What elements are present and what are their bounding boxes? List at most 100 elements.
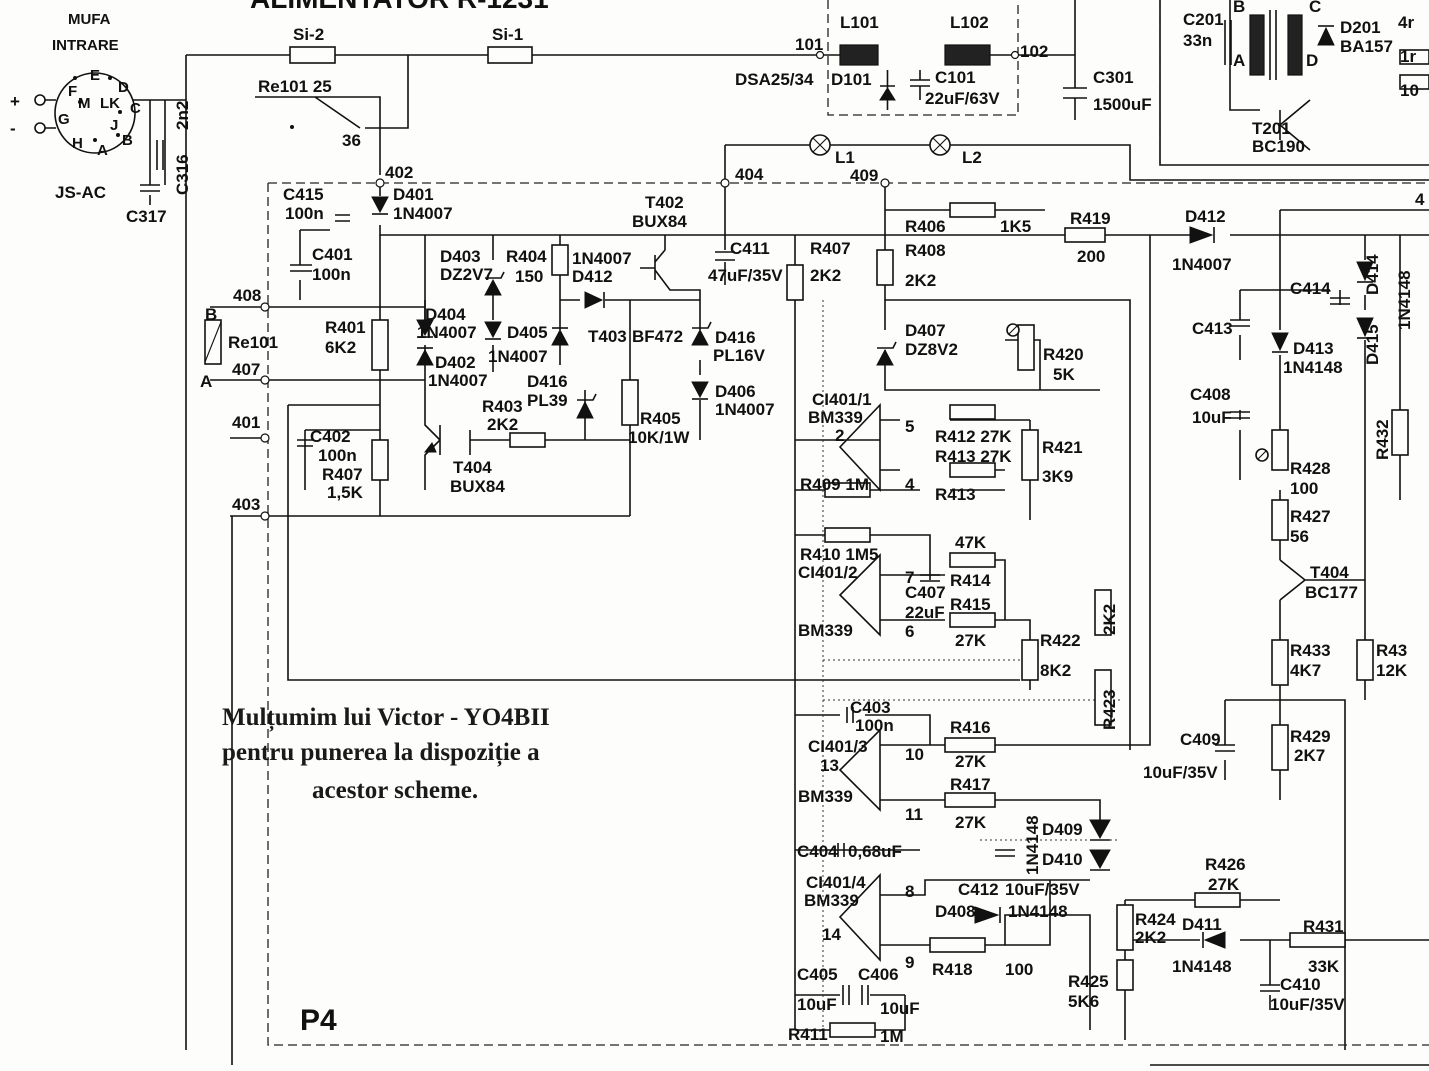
diode-d416-pl39 xyxy=(576,400,594,419)
pin-f: F xyxy=(68,83,77,100)
label-pin-10: 10 xyxy=(905,745,924,764)
label-c405-value: 10uF xyxy=(797,995,837,1014)
diode-d405 xyxy=(551,328,569,346)
label-d409: D409 xyxy=(1042,820,1083,839)
thanks-line-3: acestor scheme. xyxy=(312,777,478,804)
label-pin-11: 11 xyxy=(905,805,923,824)
resistor-r417 xyxy=(944,792,996,808)
connector-minus-label: - xyxy=(10,119,16,138)
label-pin-7: 7 xyxy=(905,568,914,587)
label-d412-value-left: 1N4007 xyxy=(572,249,632,268)
inductor-l102 xyxy=(944,44,991,66)
labels: ALIMENTATOR R-1231 MUFA INTRARE JS-AC + … xyxy=(10,0,1425,1046)
label-r420-value: 5K xyxy=(1053,365,1075,384)
label-r429: R429 xyxy=(1290,727,1331,746)
diode-d409 xyxy=(1089,819,1111,840)
resistor-r405 xyxy=(621,379,639,426)
panel-label: P4 xyxy=(300,1004,337,1037)
label-r428: R428 xyxy=(1290,459,1331,478)
label-r422: R422 xyxy=(1040,631,1081,650)
label-pin-5: 5 xyxy=(905,417,914,436)
label-r401: R401 xyxy=(325,318,366,337)
resistor-r419 xyxy=(1064,227,1106,243)
label-c201-value: 33n xyxy=(1183,31,1212,50)
wiring xyxy=(40,0,1429,1066)
resistor-r433 xyxy=(1271,639,1289,686)
diode-d404 xyxy=(416,319,434,337)
label-407: 407 xyxy=(232,360,260,379)
resistor-r414 xyxy=(949,552,996,568)
resistor-r407-1k5 xyxy=(371,439,389,481)
pin-lk: LK xyxy=(100,95,120,112)
label-ci401-2: CI401/2 xyxy=(798,563,858,582)
diode-d415 xyxy=(1356,317,1374,338)
diode-d408 xyxy=(974,906,1000,924)
label-t403-value: BF472 xyxy=(632,327,683,346)
label-409: 409 xyxy=(850,166,878,185)
label-d401-value: 1N4007 xyxy=(393,204,453,223)
comparator-ci401-2 xyxy=(838,553,881,637)
components xyxy=(34,10,1429,1038)
label-c403: C403 xyxy=(850,698,891,717)
pin-h: H xyxy=(72,135,83,152)
label-edge-1n4148: 1N4148 xyxy=(1395,270,1414,330)
label-r433: R433 xyxy=(1290,641,1331,660)
pin-c: C xyxy=(130,100,141,117)
resistor-r409 xyxy=(824,482,871,498)
label-edge-4r: 4r xyxy=(1398,13,1414,32)
label-r417: R417 xyxy=(950,775,991,794)
label-401: 401 xyxy=(232,413,260,432)
label-d201: D201 xyxy=(1340,18,1381,37)
resistor-r416 xyxy=(944,737,996,753)
thanks-line-1: Mulțumim lui Victor - YO4BII xyxy=(222,704,550,732)
label-ci401-3-value: BM339 xyxy=(798,787,853,806)
label-d415: D415 xyxy=(1363,324,1382,365)
label-c412: C412 xyxy=(958,880,999,899)
label-r416: R416 xyxy=(950,718,991,737)
label-re101-25: Re101 25 xyxy=(258,77,332,96)
label-r418-value: 100 xyxy=(1005,960,1033,979)
label-r426: R426 xyxy=(1205,855,1246,874)
label-r407-2k2: R407 xyxy=(810,239,851,258)
transformer-core-a xyxy=(1249,14,1265,76)
pin-m: M xyxy=(78,95,91,112)
label-d401: D401 xyxy=(393,185,434,204)
label-d412-right-value: 1N4007 xyxy=(1172,255,1232,274)
diode-d410 xyxy=(1089,849,1111,870)
label-c407-value: 22uF xyxy=(905,603,945,622)
cap-c409 xyxy=(1215,744,1235,752)
label-c406-value: 10uF xyxy=(880,999,920,1018)
label-d407: D407 xyxy=(905,321,946,340)
label-d416-pl16v: D416 xyxy=(715,328,756,347)
label-r405-value: 10K/1W xyxy=(628,428,690,447)
diode-d402 xyxy=(416,348,434,366)
label-r411-value: 1M xyxy=(880,1027,904,1046)
cap-c403 xyxy=(846,707,854,723)
connector-plus-label: + xyxy=(10,92,20,111)
label-r421-value: 3K9 xyxy=(1042,467,1073,486)
diode-d201 xyxy=(1317,26,1335,46)
label-d413-value: 1N4148 xyxy=(1283,358,1343,377)
label-t402-value: BUX84 xyxy=(632,212,687,231)
resistor-r425 xyxy=(1116,959,1134,991)
label-r407-2k2-value: 2K2 xyxy=(810,266,841,285)
diode-d406 xyxy=(691,381,709,399)
label-r413: R413 27K xyxy=(935,447,1012,466)
label-transformer-c: C xyxy=(1309,0,1321,16)
label-404: 404 xyxy=(735,165,764,184)
label-47k: 47K xyxy=(955,533,987,552)
label-edge-1r: 1r xyxy=(1400,47,1416,66)
cap-c408 xyxy=(1230,411,1250,419)
label-l101: L101 xyxy=(840,13,879,32)
label-c403-value: 100n xyxy=(855,716,894,735)
label-c405: C405 xyxy=(797,965,838,984)
resistor-r421 xyxy=(1021,429,1039,481)
pin-e: E xyxy=(90,67,100,84)
label-c301: C301 xyxy=(1093,68,1134,87)
label-c411: C411 xyxy=(730,239,770,258)
label-c410-value: 10uF/35V xyxy=(1270,995,1345,1014)
label-2k2-vertical: 2K2 xyxy=(1100,604,1119,635)
label-ci401-1-value: BM339 xyxy=(808,408,863,427)
label-l2: L2 xyxy=(962,148,982,167)
inductor-l101 xyxy=(839,44,879,66)
